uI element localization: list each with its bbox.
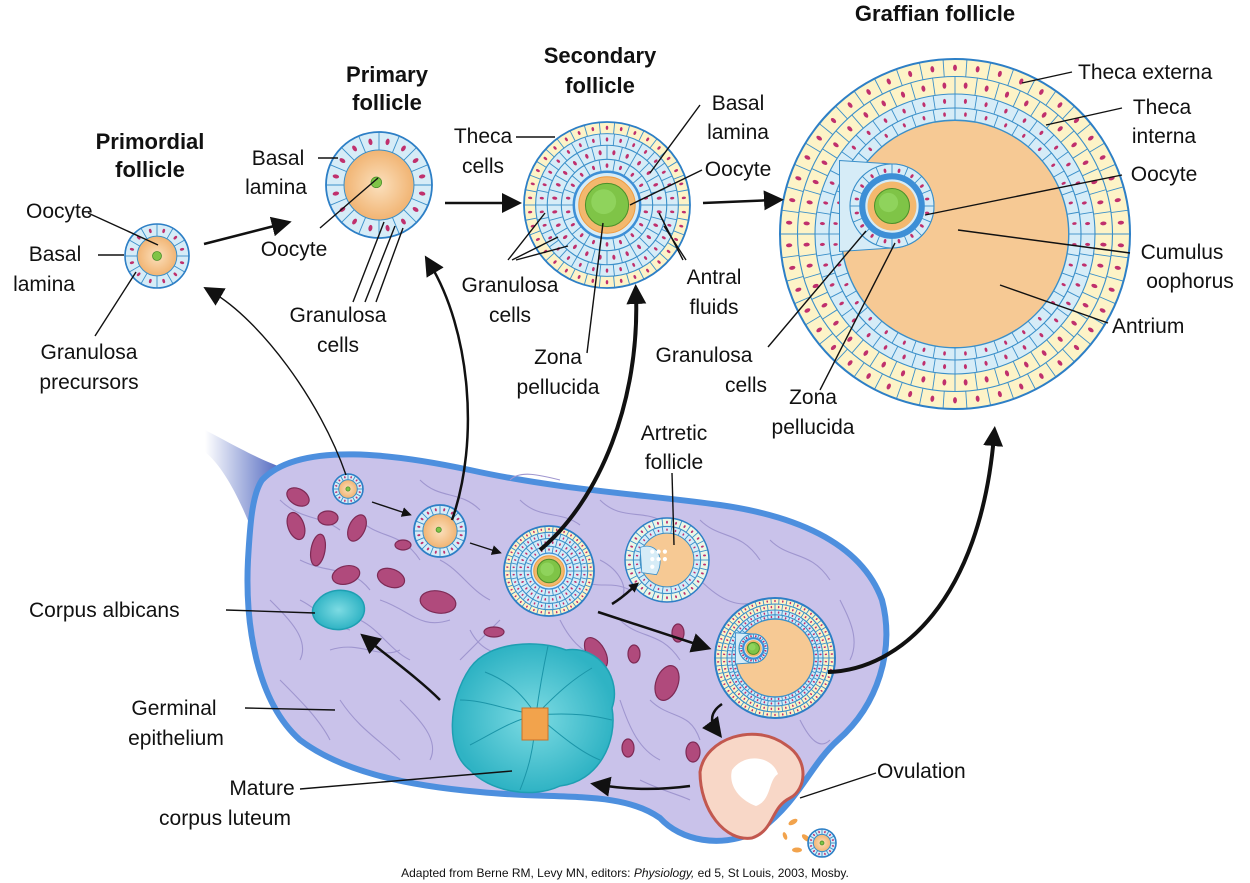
corpus-albicans-body bbox=[311, 589, 366, 631]
label-primordial-oocyte: Oocyte bbox=[26, 200, 93, 223]
ovary-primordial-follicle bbox=[332, 473, 364, 505]
released-oocyte bbox=[807, 828, 837, 858]
arrow-to-corpus-luteum bbox=[590, 776, 691, 797]
leader-lines bbox=[87, 71, 1131, 799]
corpus-luteum-body bbox=[451, 643, 616, 794]
ovary bbox=[205, 430, 890, 853]
arrow-to-graffian-in-ovary bbox=[597, 610, 712, 653]
ovary-secondary-follicle bbox=[503, 525, 595, 617]
citation-caption: Adapted from Berne RM, Levy MN, editors:… bbox=[401, 866, 849, 880]
arrow-ovary-to-secondary bbox=[538, 284, 647, 552]
title-primordial: Primordial bbox=[96, 129, 205, 154]
label-secondary-oocyte: Oocyte bbox=[705, 158, 772, 181]
label-graffian-oocyte: Oocyte bbox=[1131, 163, 1198, 186]
label-corpus-albicans: Corpus albicans bbox=[29, 599, 180, 622]
ruptured-follicle bbox=[698, 732, 805, 840]
arrow-ovary-1 bbox=[371, 501, 412, 517]
arrow-primordial-to-primary bbox=[203, 216, 292, 246]
title-primary: Primary bbox=[346, 62, 429, 87]
title-primordial: follicle bbox=[115, 157, 185, 182]
label-antrium: Antrium bbox=[1112, 315, 1184, 338]
ovary-graffian-follicle bbox=[714, 597, 836, 719]
primordial-follicle bbox=[124, 223, 190, 289]
label-theca-externa: Theca externa bbox=[1078, 61, 1213, 84]
arrow-to-ovulation bbox=[702, 702, 723, 739]
arrows bbox=[203, 190, 1004, 797]
secondary-follicle bbox=[523, 121, 691, 289]
arrow-ovary-to-primordial bbox=[203, 286, 347, 476]
title-graffian: Graffian follicle bbox=[855, 1, 1015, 26]
label-ovulation: Ovulation bbox=[877, 760, 966, 783]
arrow-to-artretic bbox=[611, 582, 640, 606]
arrow-ovary-to-graffian bbox=[827, 426, 1004, 674]
primary-follicle bbox=[325, 131, 433, 239]
title-secondary: follicle bbox=[565, 73, 635, 98]
titles: Primordial follicle Primary follicle Sec… bbox=[96, 1, 1015, 182]
title-secondary: Secondary bbox=[544, 43, 657, 68]
label-primary-oocyte: Oocyte bbox=[261, 238, 328, 261]
arrow-secondary-to-graffian bbox=[702, 190, 784, 211]
graffian-follicle bbox=[779, 58, 1131, 410]
title-primary: follicle bbox=[352, 90, 422, 115]
arrow-to-corpus-albicans bbox=[360, 633, 441, 701]
arrow-ovary-2 bbox=[469, 542, 502, 555]
arrow-ovary-to-primary bbox=[424, 255, 470, 521]
ovary-primary-follicle bbox=[413, 504, 467, 558]
stroma-lesions bbox=[286, 487, 701, 763]
ovary-artretic-follicle bbox=[624, 517, 710, 603]
stroma-texture bbox=[269, 473, 855, 801]
ovulation-release bbox=[782, 818, 811, 853]
